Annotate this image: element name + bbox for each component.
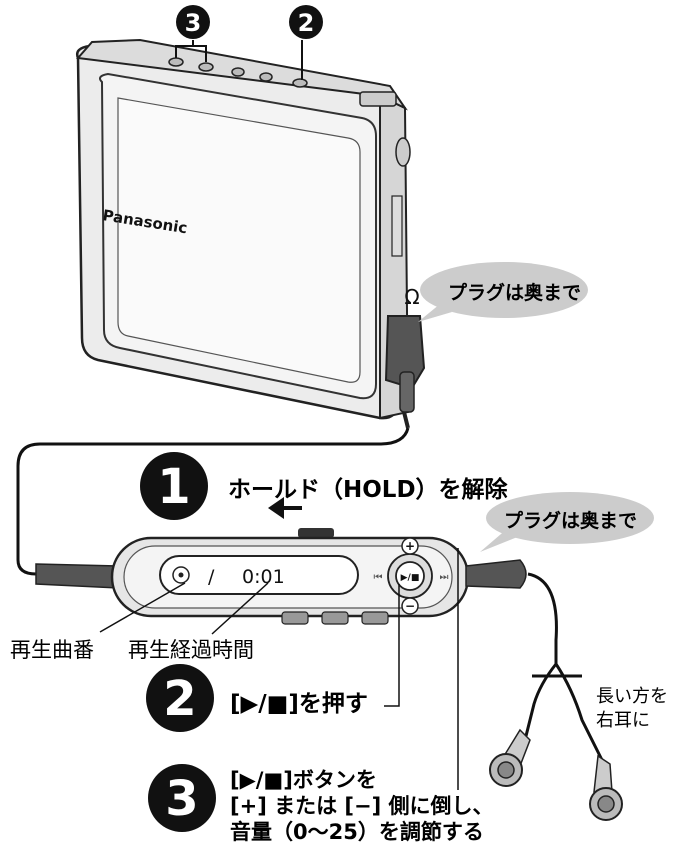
cd-player: Panasonic	[76, 38, 411, 420]
bubble-right-text: プラグは奥まで	[504, 510, 638, 532]
disc-icon	[172, 566, 190, 584]
hold-arrow-icon	[268, 497, 302, 519]
elapsed-time-label: 再生経過時間	[128, 638, 254, 662]
headphone-plug	[384, 315, 426, 429]
elapsed-time-display: 0:01	[242, 566, 285, 588]
svg-text:2: 2	[163, 671, 196, 727]
track-number-label: 再生曲番	[10, 638, 94, 662]
top-buttons	[168, 57, 397, 107]
earphone-note-line2: 右耳に	[596, 710, 650, 731]
track-number-display: /	[208, 566, 215, 588]
step2-text: [▶/■]を押す	[230, 691, 368, 717]
remote-control	[35, 528, 527, 625]
volume-down-button: −	[405, 599, 415, 613]
play-stop-button: ▶/■	[401, 573, 420, 583]
callout-3: 3	[185, 9, 202, 37]
headphone-icon: Ω	[404, 285, 419, 309]
callout-2: 2	[298, 9, 315, 37]
earphone-note-line1: 長い方を	[596, 686, 668, 707]
step3-badge: 3	[148, 764, 216, 832]
step2-badge: 2	[146, 664, 214, 732]
next-icon: ⏭	[440, 572, 449, 583]
step3-line2: [+] または [−] 側に倒し、	[230, 794, 494, 818]
step1-text: ホールド（HOLD）を解除	[228, 477, 508, 503]
bubble-top	[418, 262, 588, 322]
cord-to-remote	[16, 427, 410, 576]
prev-icon: ⏮	[374, 572, 383, 583]
bubble-top-text: プラグは奥まで	[448, 282, 582, 304]
bubble-right	[480, 492, 654, 552]
svg-text:1: 1	[157, 459, 190, 515]
top-callouts: 3 2	[175, 5, 323, 80]
svg-text:3: 3	[165, 771, 198, 827]
step3-line1: [▶/■]ボタンを	[230, 768, 377, 792]
step1-badge: 1	[140, 452, 208, 520]
step3-line3: 音量（0〜25）を調節する	[230, 820, 484, 844]
earphones	[489, 572, 623, 821]
volume-up-button: +	[405, 539, 415, 553]
